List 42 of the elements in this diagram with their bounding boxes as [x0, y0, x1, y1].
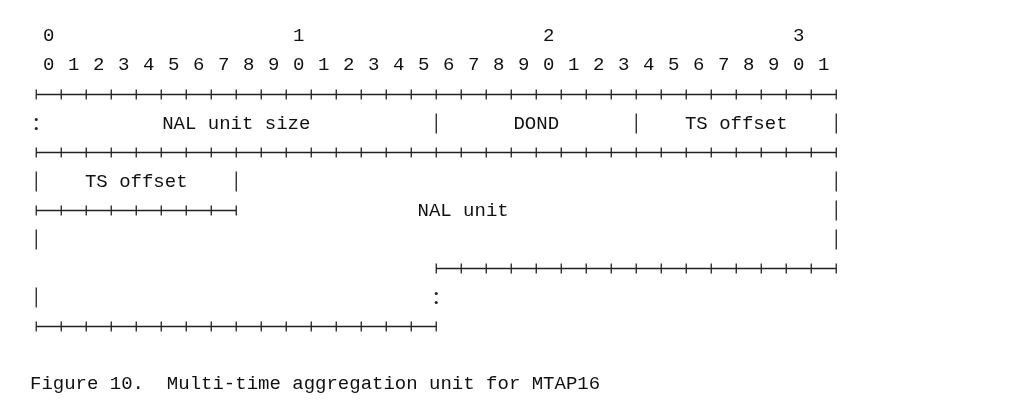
bit-number: 7 — [717, 53, 731, 78]
field-name: TS offset — [684, 112, 788, 135]
bit-number: 4 — [142, 53, 156, 78]
bit-number: 7 — [467, 53, 481, 78]
bit-number: 8 — [492, 53, 506, 78]
bit-number: 1 — [817, 53, 831, 78]
bit-number: 5 — [417, 53, 431, 78]
bit-number: 2 — [342, 53, 356, 78]
bit-number: 3 — [617, 53, 631, 78]
bit-number: 5 — [667, 53, 681, 78]
bit-tens-number: 2 — [542, 24, 556, 49]
bit-number: 0 — [42, 53, 56, 78]
bit-number: 1 — [67, 53, 81, 78]
bit-number: 1 — [317, 53, 331, 78]
bit-tens-number: 1 — [292, 24, 306, 49]
bit-number: 3 — [367, 53, 381, 78]
bit-tens-number: 3 — [792, 24, 806, 49]
bit-number: 9 — [767, 53, 781, 78]
bit-number: 1 — [567, 53, 581, 78]
bit-tens-number: 0 — [42, 24, 56, 49]
bit-number: 6 — [192, 53, 206, 78]
bit-number: 2 — [592, 53, 606, 78]
bit-number: 8 — [742, 53, 756, 78]
bit-number: 3 — [117, 53, 131, 78]
bit-number: 0 — [542, 53, 556, 78]
bit-number: 6 — [442, 53, 456, 78]
field-name: NAL unit size — [162, 112, 311, 135]
bit-number: 8 — [242, 53, 256, 78]
bit-number: 6 — [692, 53, 706, 78]
bit-number: 0 — [292, 53, 306, 78]
bit-number: 4 — [392, 53, 406, 78]
bit-number: 4 — [642, 53, 656, 78]
bit-number: 0 — [792, 53, 806, 78]
field-name: TS offset — [84, 170, 188, 193]
field-name: DOND — [513, 112, 560, 135]
bit-number: 9 — [267, 53, 281, 78]
bit-number: 2 — [92, 53, 106, 78]
bit-number: 5 — [167, 53, 181, 78]
figure-caption: Figure 10. Multi-time aggregation unit for MTAP16 — [30, 372, 601, 397]
field-name: NAL unit — [417, 199, 509, 222]
bit-number: 9 — [517, 53, 531, 78]
bit-number: 7 — [217, 53, 231, 78]
